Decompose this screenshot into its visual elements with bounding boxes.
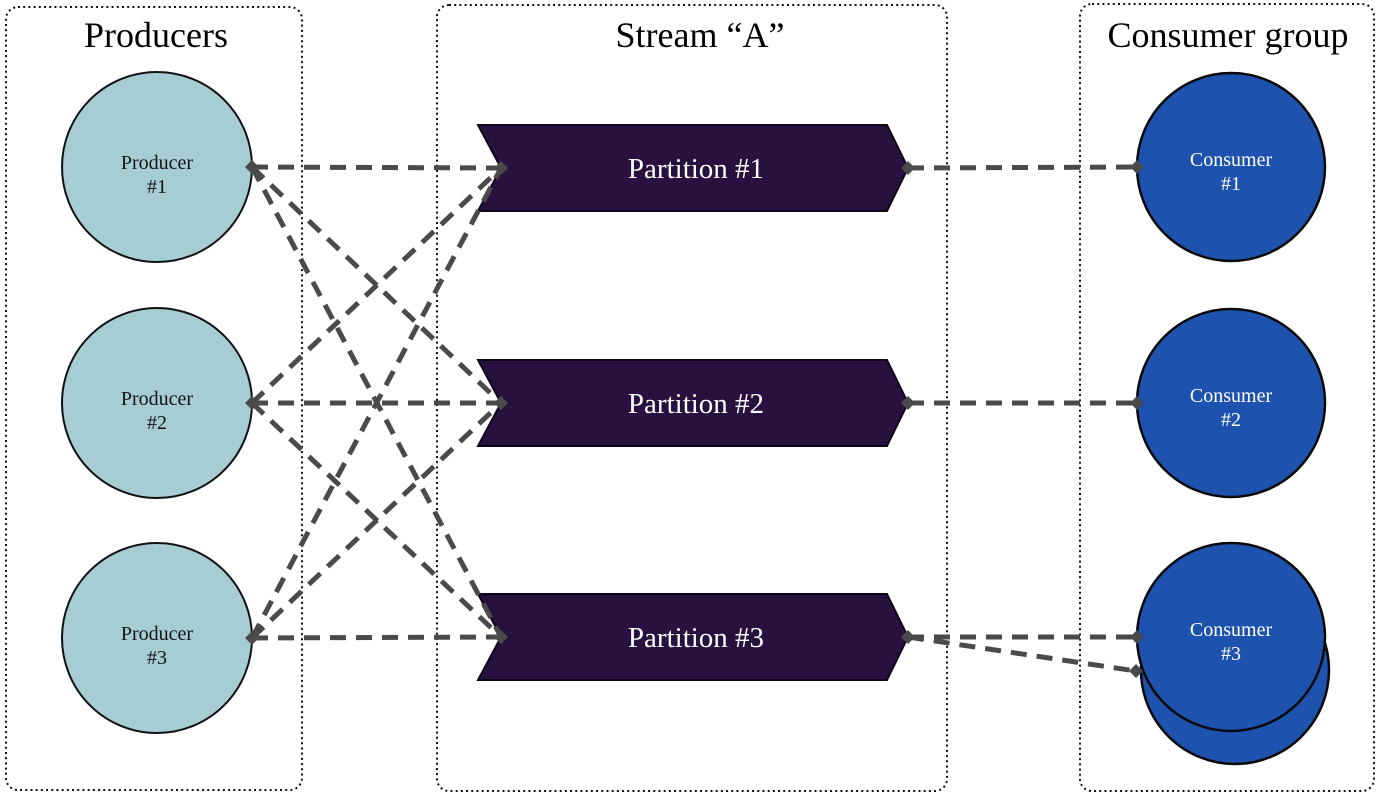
connector-producer2-partition1 [250, 166, 503, 405]
producers-panel [5, 6, 303, 791]
connection-dot-partition2-out [901, 396, 915, 410]
connection-dot-partition1-in [494, 161, 508, 175]
partition-1-label: Partition #1 [628, 153, 764, 185]
connection-dot-partition1-out [901, 161, 915, 175]
connection-dot-partition2-in [494, 396, 508, 410]
stream-panel-title: Stream “A” [616, 15, 785, 55]
producer-2-label-line1: Producer [121, 388, 194, 410]
connection-dot-producer2 [245, 396, 259, 410]
partition-3-label: Partition #3 [628, 622, 764, 654]
connector-producer3-partition3 [251, 634, 502, 641]
producers-panel-title: Producers [84, 15, 228, 55]
consumer-group-panel-title: Consumer group [1108, 15, 1349, 55]
producer-1-label-line2: #1 [147, 176, 167, 198]
producer-3-label-line1: Producer [121, 623, 194, 645]
connector-producer3-partition2 [250, 401, 503, 640]
consumer-3-label-line1: Consumer [1190, 619, 1273, 641]
connection-dot-partition3-in [494, 630, 508, 644]
producer-2-label-line2: #2 [147, 412, 167, 434]
consumer-1-label-line2: #1 [1221, 173, 1241, 195]
connector-partition3-consumer3-back [907, 634, 1137, 674]
partition-2-label: Partition #2 [628, 388, 764, 420]
consumer-2-label-line1: Consumer [1190, 385, 1273, 407]
consumer-1-label-line1: Consumer [1190, 149, 1273, 171]
connection-dot-partition3-out [901, 630, 915, 644]
connector-producer1-partition1 [251, 164, 502, 171]
connection-dot-producer1 [245, 160, 259, 174]
connector-partition1-consumer1 [907, 164, 1138, 171]
producer-3-label-line2: #3 [147, 647, 167, 669]
connection-dot-consumer2 [1130, 396, 1144, 410]
connector-producer3-partition1 [249, 166, 504, 640]
consumer-2-label-line2: #2 [1221, 409, 1241, 431]
connection-dot-consumer3 [1130, 630, 1144, 644]
stream-panel [436, 4, 948, 792]
connection-dot-producer3 [245, 631, 259, 645]
connection-dot-consumer1 [1130, 160, 1144, 174]
consumer-3-label-line2: #3 [1221, 643, 1241, 665]
connection-dot-consumer3-back [1129, 664, 1143, 678]
producer-1-label-line1: Producer [121, 152, 194, 174]
